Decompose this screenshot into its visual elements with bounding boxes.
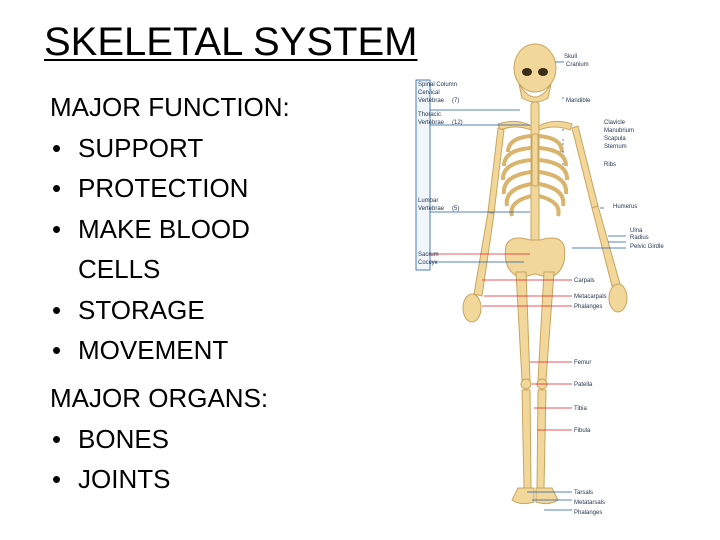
label-tibia: Tibia bbox=[574, 406, 587, 412]
label-lumbar: Lumbar bbox=[418, 198, 438, 204]
label-brackets bbox=[415, 61, 626, 511]
pelvis-bone bbox=[504, 237, 566, 279]
tibia-bone bbox=[521, 389, 532, 489]
functions-section: MAJOR FUNCTION: •SUPPORT •PROTECTION •MA… bbox=[50, 87, 318, 371]
function-item: •STORAGE bbox=[50, 290, 318, 331]
mandible-bone bbox=[518, 83, 552, 103]
label-cervical: Cervical bbox=[418, 90, 440, 96]
clavicle-bone bbox=[497, 120, 532, 131]
label-patella: Patella bbox=[574, 382, 593, 388]
label-radius: Radius bbox=[630, 235, 649, 241]
label-femur: Femur bbox=[574, 360, 591, 366]
label-sternum: Sternum bbox=[604, 144, 627, 150]
skeleton-figure bbox=[462, 43, 628, 505]
label-cranium: Cranium bbox=[566, 62, 589, 68]
label-scapula: Scapula bbox=[604, 136, 626, 142]
label-skull: Skull bbox=[564, 54, 577, 60]
foot-bone bbox=[511, 487, 535, 505]
bullet: • bbox=[52, 173, 62, 203]
label-c-count: (7) bbox=[452, 98, 459, 104]
femur-bone bbox=[515, 271, 531, 381]
label-metatarsals: Metatarsals bbox=[574, 500, 605, 506]
slide-title: SKELETAL SYSTEM bbox=[44, 20, 418, 64]
functions-list: •SUPPORT •PROTECTION •MAKE BLOOD CELLS •… bbox=[50, 128, 318, 371]
organs-list: •BONES •JOINTS bbox=[50, 419, 318, 500]
organs-section: MAJOR ORGANS: •BONES •JOINTS bbox=[50, 378, 318, 500]
skull-bone bbox=[513, 43, 557, 93]
label-sacrum: Sacrum bbox=[418, 252, 439, 258]
label-tarsals: Tarsals bbox=[574, 490, 593, 496]
label-vertebrae-3: Vertebrae bbox=[418, 206, 445, 212]
ribcage-bone bbox=[501, 134, 569, 217]
label-l-count: (5) bbox=[452, 206, 459, 212]
label-vertebrae-2: Vertebrae bbox=[418, 120, 445, 126]
bullet: • bbox=[52, 294, 62, 325]
humerus-bone bbox=[487, 127, 505, 214]
bullet: • bbox=[52, 213, 62, 244]
label-coccyx: Coccyx bbox=[418, 260, 438, 266]
label-metacarpals: Metacarpals bbox=[574, 294, 607, 300]
organ-item: •JOINTS bbox=[50, 459, 318, 500]
bullet: • bbox=[52, 464, 62, 494]
label-ribs: Ribs bbox=[604, 162, 616, 168]
label-humerus: Humerus bbox=[613, 204, 637, 210]
organ-item: •BONES bbox=[50, 419, 318, 460]
label-carpals: Carpals bbox=[574, 278, 595, 284]
label-ulna: Ulna bbox=[630, 228, 643, 234]
function-item: •MAKE BLOOD CELLS bbox=[50, 209, 318, 290]
bullet: • bbox=[52, 335, 62, 365]
hand-bone bbox=[462, 293, 482, 323]
bullet: • bbox=[52, 423, 62, 454]
skeleton-diagram: Spinal Column Cervical Vertebrae (7) Tho… bbox=[415, 43, 664, 516]
organs-heading: MAJOR ORGANS: bbox=[50, 383, 269, 413]
label-vertebrae-1: Vertebrae bbox=[418, 98, 445, 104]
label-pelvic-girdle: Pelvic Girdle bbox=[630, 244, 664, 250]
function-item: •SUPPORT bbox=[50, 128, 318, 169]
label-spinal-column: Spinal Column bbox=[418, 82, 457, 88]
label-manubrium: Manubrium bbox=[604, 128, 634, 134]
bullet: • bbox=[52, 132, 62, 163]
label-thoracic: Thoracic bbox=[418, 112, 441, 118]
patella-bone bbox=[520, 378, 532, 390]
sternum-bone bbox=[531, 133, 539, 187]
label-t-count: (12) bbox=[452, 120, 463, 126]
functions-heading: MAJOR FUNCTION: bbox=[50, 92, 290, 122]
label-phalanges-hand: Phalanges bbox=[574, 304, 602, 310]
function-item: •PROTECTION bbox=[50, 168, 318, 209]
label-mandible: Mandible bbox=[566, 98, 591, 104]
label-clavicle: Clavicle bbox=[604, 120, 626, 126]
label-fibula: Fibula bbox=[574, 428, 591, 434]
function-item: •MOVEMENT bbox=[50, 330, 318, 371]
label-phalanges-foot: Phalanges bbox=[574, 510, 602, 516]
